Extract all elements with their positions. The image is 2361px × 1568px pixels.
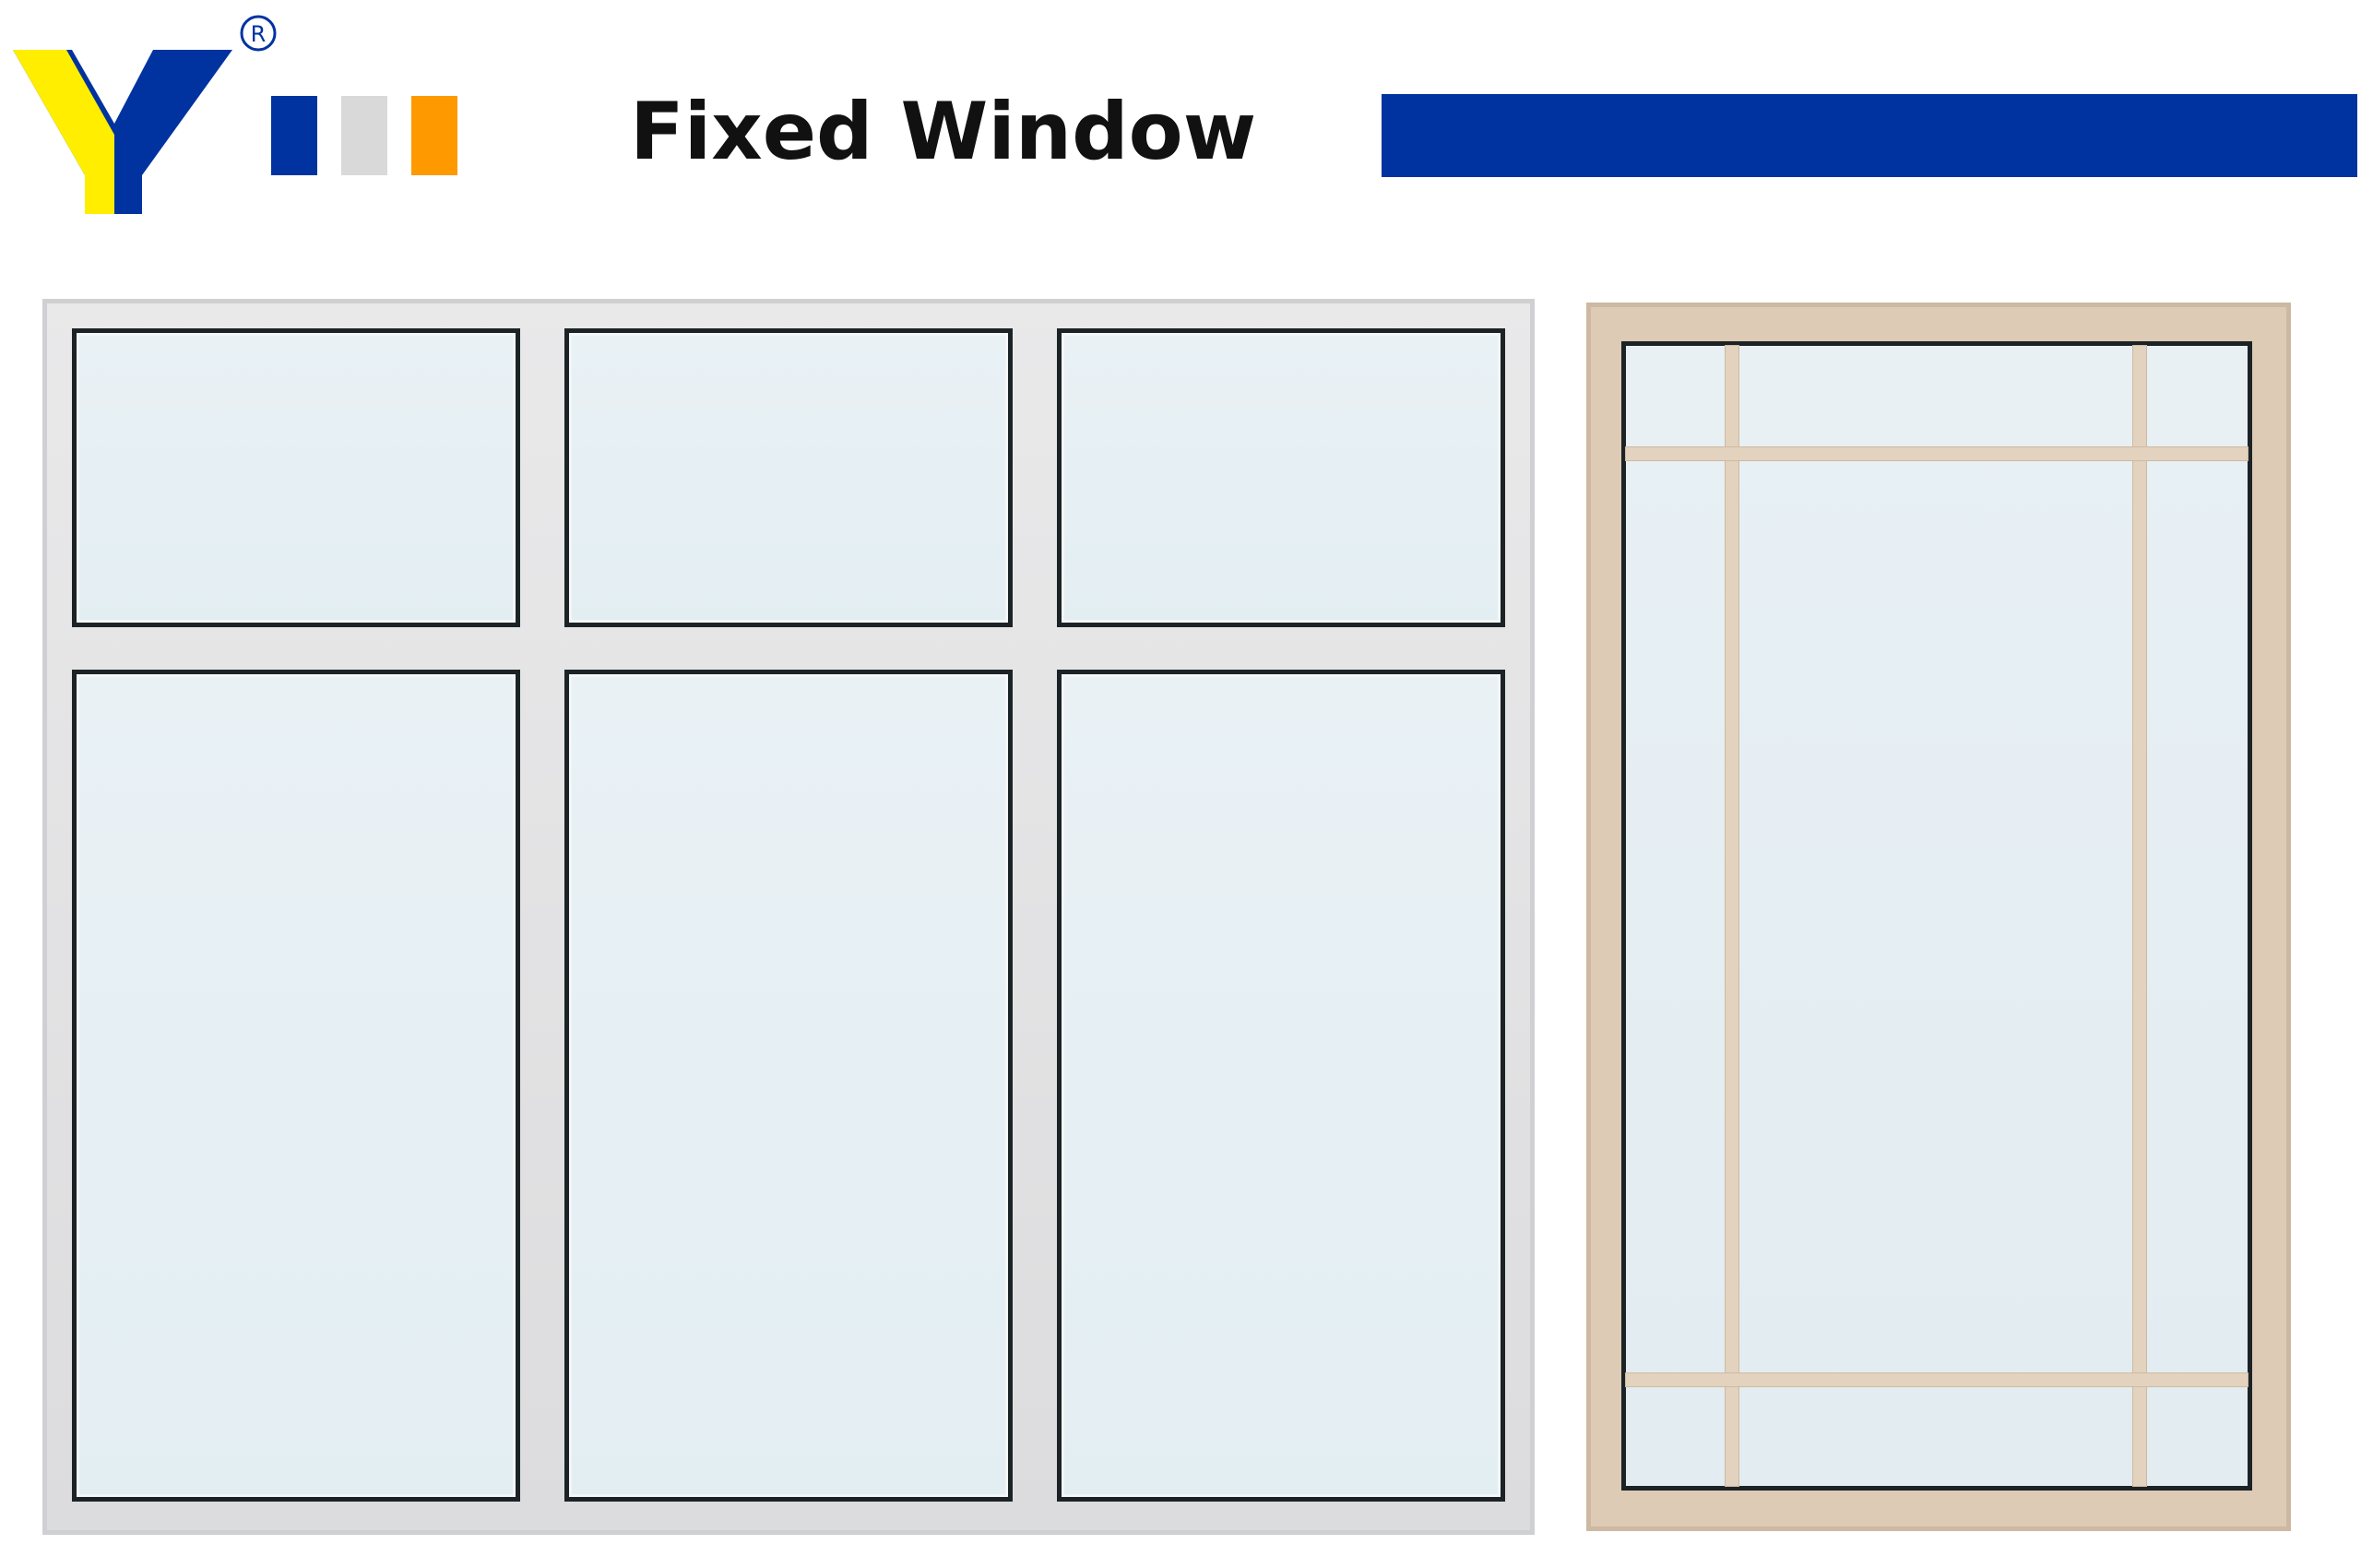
registered-mark-icon: R xyxy=(240,15,277,52)
right-window-illustration xyxy=(1586,303,2291,1531)
svg-text:R: R xyxy=(251,21,267,47)
right-window-glass xyxy=(1621,341,2252,1491)
grille-horizontal-top xyxy=(1626,447,2248,460)
left-window-bottom-pane-1 xyxy=(72,670,520,1502)
left-window-top-pane-1 xyxy=(72,328,520,627)
left-window-top-pane-3 xyxy=(1057,328,1505,627)
page-title: Fixed Window xyxy=(630,86,1257,178)
brand-logo: R xyxy=(13,15,277,214)
grille-vertical-left xyxy=(1726,346,1738,1486)
y-letter-icon xyxy=(13,50,232,214)
grille-horizontal-bottom xyxy=(1626,1373,2248,1386)
brand-bar-blue xyxy=(271,96,317,175)
brand-bar-orange xyxy=(411,96,457,175)
left-window-illustration xyxy=(42,299,1535,1535)
left-window-bottom-pane-2 xyxy=(564,670,1013,1502)
left-window-bottom-pane-3 xyxy=(1057,670,1505,1502)
grille-vertical-right xyxy=(2133,346,2146,1486)
brand-bar-gray xyxy=(341,96,387,175)
accent-band xyxy=(1382,94,2357,177)
left-window-top-pane-2 xyxy=(564,328,1013,627)
